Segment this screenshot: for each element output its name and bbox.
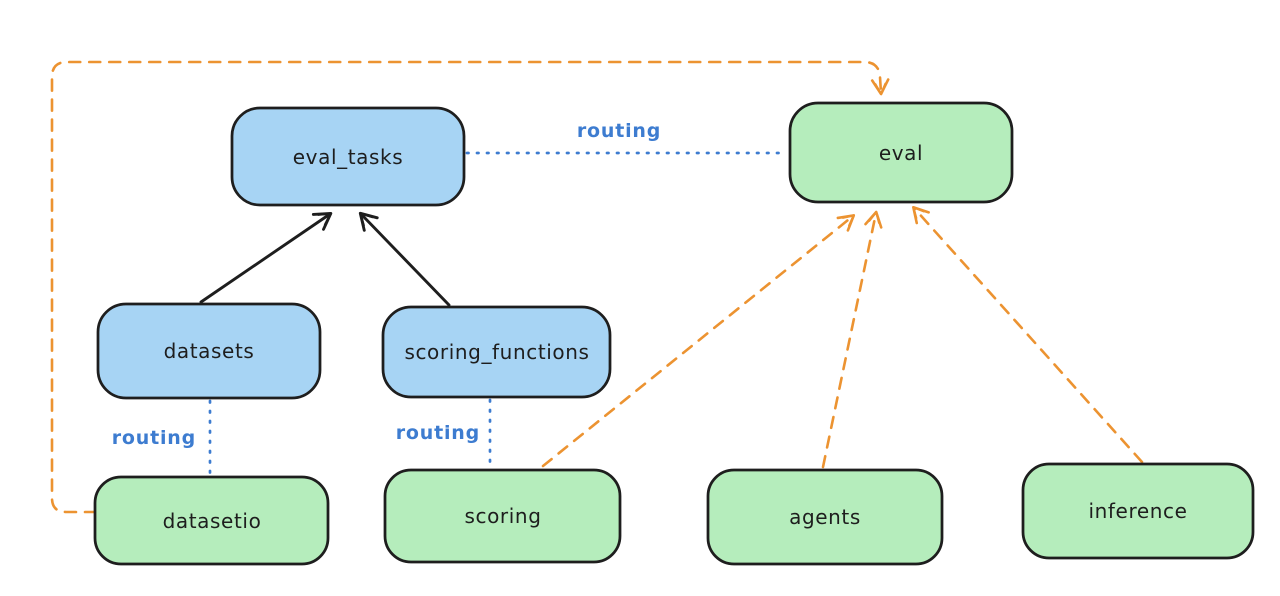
edge-scoring-functions-to-eval-tasks (358, 211, 451, 307)
node-datasetio-box (93, 475, 330, 566)
node-datasets-label: datasets (164, 339, 255, 363)
node-datasetio: datasetio (93, 475, 330, 566)
node-scoring-functions-label: scoring_functions (404, 340, 589, 364)
routing-label-top: routing (577, 120, 661, 142)
edge-inference-to-eval (912, 205, 1144, 464)
node-scoring: scoring (383, 468, 622, 564)
edge-datasets-to-eval-tasks (199, 211, 333, 304)
edge-datasetio-to-eval (50, 60, 890, 514)
node-scoring-functions-box (381, 305, 612, 399)
edge-agents-to-eval (821, 210, 883, 469)
node-eval-box (788, 101, 1014, 204)
edge-scoring-to-eval (541, 214, 856, 468)
node-datasets: datasets (96, 302, 322, 400)
node-inference: inference (1021, 462, 1255, 560)
node-scoring-functions: scoring_functions (381, 305, 612, 399)
node-eval: eval (788, 101, 1014, 204)
node-datasetio-label: datasetio (163, 509, 262, 533)
node-agents-label: agents (789, 505, 861, 529)
node-eval-tasks-label: eval_tasks (293, 145, 403, 169)
node-inference-label: inference (1088, 499, 1187, 523)
routing-label-scoring: routing (396, 422, 480, 444)
node-eval-tasks: eval_tasks (230, 106, 466, 207)
node-eval-label: eval (879, 141, 923, 165)
node-scoring-label: scoring (464, 504, 541, 528)
node-inference-box (1021, 462, 1255, 560)
node-scoring-box (383, 468, 622, 564)
routing-label-datasets: routing (112, 427, 196, 449)
node-datasets-box (96, 302, 322, 400)
node-eval-tasks-box (230, 106, 466, 207)
node-agents: agents (706, 468, 944, 566)
node-agents-box (706, 468, 944, 566)
